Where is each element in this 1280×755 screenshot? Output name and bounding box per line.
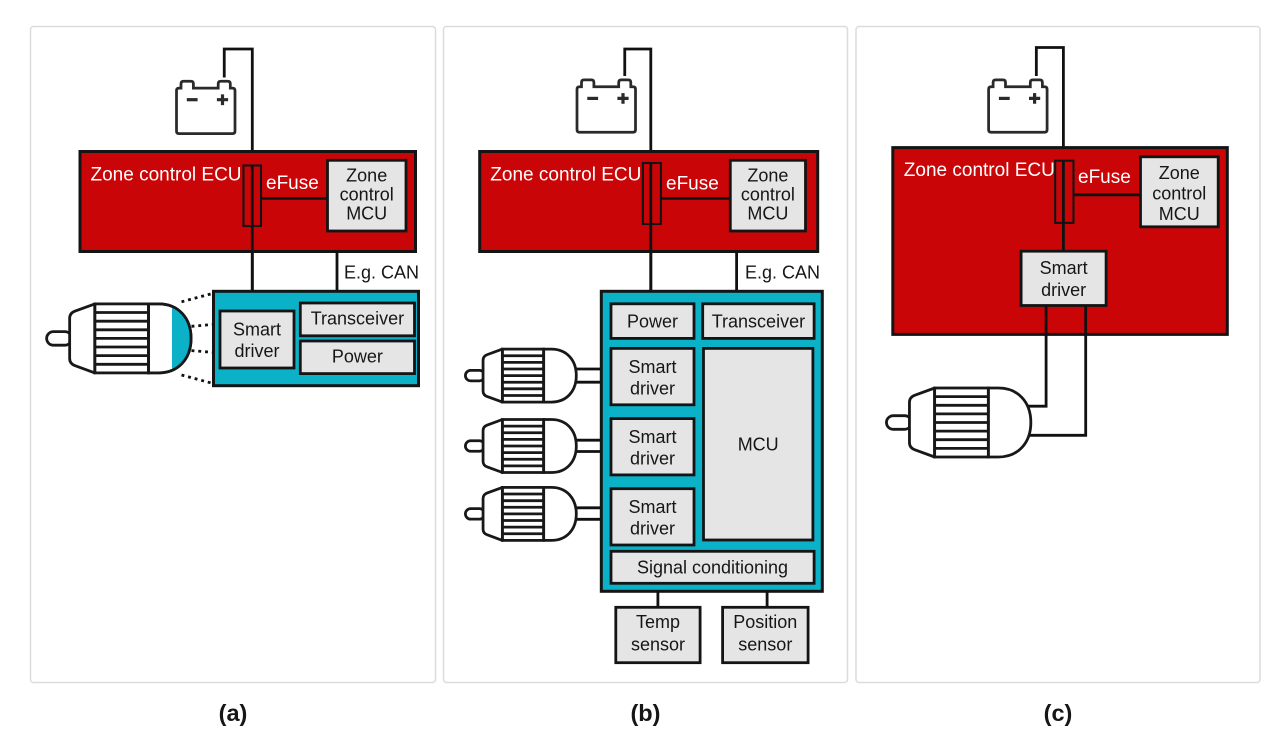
svg-text:(c): (c)	[1044, 700, 1073, 726]
svg-text:MCU: MCU	[738, 435, 779, 455]
svg-text:Zone control ECU: Zone control ECU	[904, 160, 1055, 181]
svg-text:Power: Power	[627, 312, 678, 332]
svg-text:Signal conditioning: Signal conditioning	[637, 558, 788, 578]
svg-text:(b): (b)	[630, 700, 660, 726]
svg-text:Zone control ECU: Zone control ECU	[490, 165, 641, 186]
svg-text:Zone control ECU: Zone control ECU	[91, 165, 242, 186]
svg-text:Power: Power	[332, 347, 383, 367]
svg-text:eFuse: eFuse	[666, 174, 719, 195]
svg-text:E.g. CAN: E.g. CAN	[344, 263, 419, 283]
svg-text:E.g. CAN: E.g. CAN	[745, 263, 820, 283]
svg-text:Transceiver: Transceiver	[311, 309, 404, 329]
svg-text:eFuse: eFuse	[1078, 167, 1131, 188]
svg-text:Transceiver: Transceiver	[712, 312, 805, 332]
svg-text:(a): (a)	[219, 700, 248, 726]
svg-text:eFuse: eFuse	[266, 173, 319, 194]
